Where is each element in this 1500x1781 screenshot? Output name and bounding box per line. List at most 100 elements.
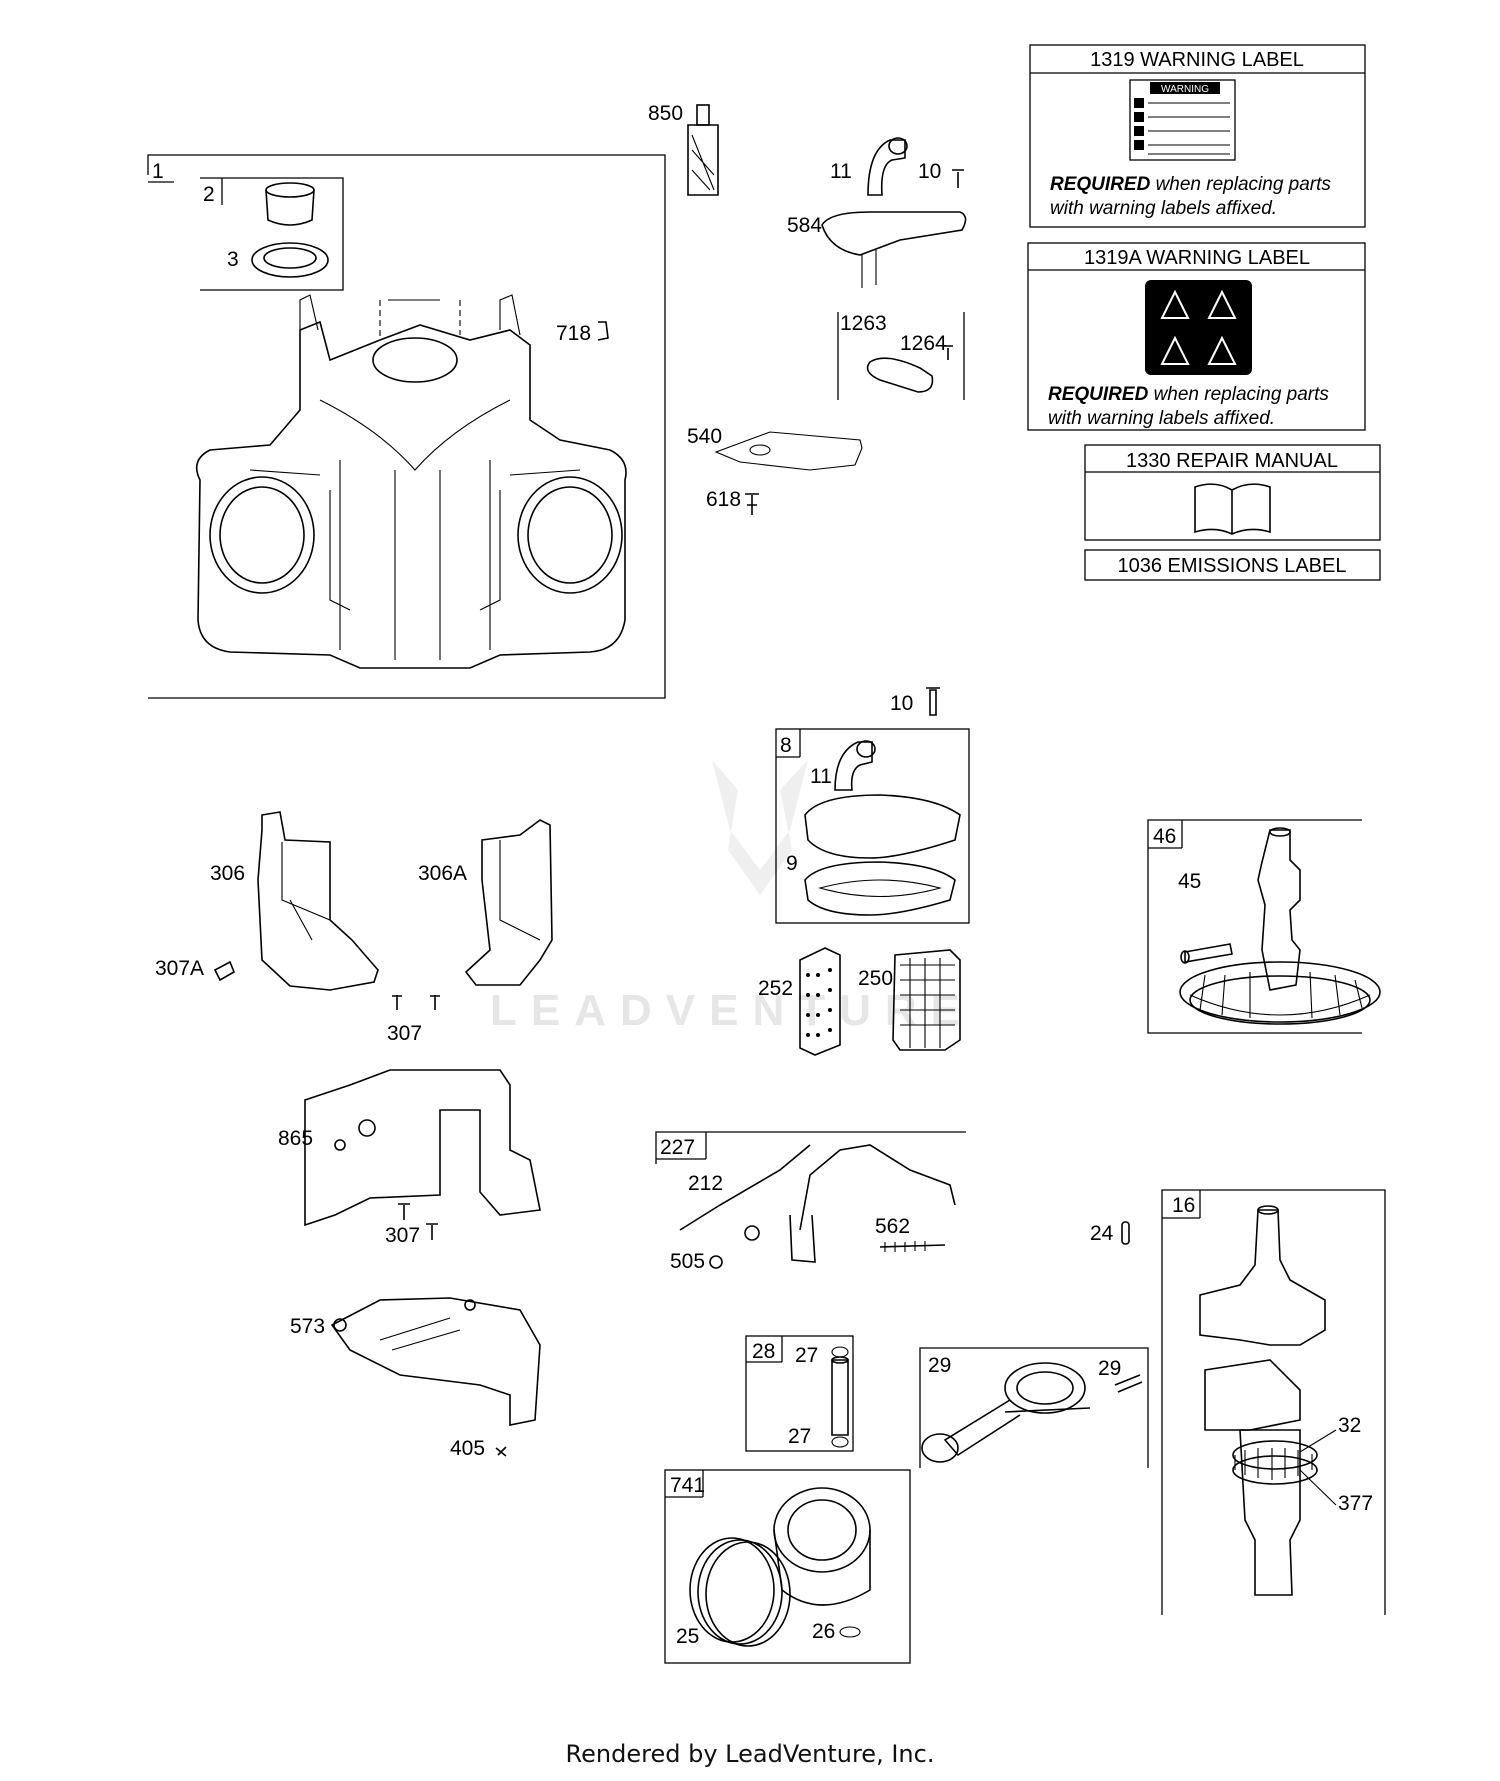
callout-377: 32 <box>1338 1414 1361 1437</box>
crankshaft-part <box>1199 1205 1337 1596</box>
link-212-part <box>679 1144 811 1231</box>
baffle-573-group: 573 405 <box>290 1297 541 1460</box>
screen-250-part <box>892 949 961 1051</box>
callout-9: 9 <box>786 852 798 875</box>
clip-27c-part <box>839 1626 861 1638</box>
governor-group: 227 212 505 562 <box>655 1131 966 1273</box>
piston-group: 741 25 26 <box>664 1469 911 1664</box>
shield-306-part <box>257 811 379 991</box>
watermark-text: LEADVENTURE <box>490 986 974 1035</box>
connecting-rod-group: 29 29 <box>919 1347 1149 1468</box>
bushing-part <box>265 182 315 226</box>
callout-540: 540 <box>687 425 722 448</box>
breather-tube-b-part <box>834 741 873 791</box>
callout-28: 28 <box>752 1340 775 1363</box>
screw-10b-part <box>926 687 940 716</box>
seal-ring-part <box>251 242 329 278</box>
callout-1263: 1263 <box>840 312 887 335</box>
mini-title: WARNING <box>1161 84 1209 95</box>
callout-8: 8 <box>780 734 792 757</box>
warning-sticker-1319-icon <box>1129 79 1236 161</box>
crankshaft-group: 16 32 377 <box>1161 1189 1386 1615</box>
bracket-1263-part <box>866 357 934 393</box>
group-25-frame <box>664 1469 911 1664</box>
breather-cover-part <box>821 211 967 256</box>
shield-306A-part <box>464 819 553 986</box>
camshaft-group: 46 45 <box>1147 819 1381 1034</box>
governor-bracket-part <box>789 1214 816 1263</box>
callout-10a: 10 <box>918 160 941 183</box>
hazard-triangles-icon <box>1160 289 1237 365</box>
breather-group: 11 10 584 <box>787 137 967 288</box>
label-1330-title: 1330 REPAIR MANUAL <box>1126 450 1338 472</box>
label-1319-required-line2: with warning labels affixed. <box>1050 198 1277 219</box>
callout-306A: 306A <box>418 862 467 885</box>
breather-tube-part <box>867 139 906 196</box>
callout-45: 45 <box>1178 870 1201 893</box>
callout-26: 25 <box>676 1625 699 1648</box>
callout-850: 850 <box>648 102 683 125</box>
label-1319-required: REQUIRED when replacing parts <box>1050 174 1331 195</box>
piston-rings-part <box>689 1537 791 1647</box>
tube-cap <box>696 104 710 126</box>
callout-618: 618 <box>706 488 741 511</box>
callout-562: 562 <box>875 1215 910 1238</box>
screws-307a-part <box>392 995 440 1010</box>
callout-1264: 1264 <box>900 332 947 355</box>
callout-505: 505 <box>670 1250 705 1273</box>
callout-32: 29 <box>1098 1357 1121 1380</box>
screen-252-holes <box>806 968 832 1037</box>
engine-block-part <box>195 294 627 669</box>
callout-405: 405 <box>450 1437 485 1460</box>
group-227-frame <box>655 1131 966 1164</box>
screws-307b-part <box>398 1203 438 1240</box>
group-2-frame <box>200 177 344 291</box>
footer-credit: Rendered by LeadVenture, Inc. <box>565 1740 935 1768</box>
callout-10b: 10 <box>890 692 913 715</box>
callout-584: 584 <box>787 214 822 237</box>
tube-body <box>687 124 719 196</box>
mini-title-bar <box>1150 82 1220 94</box>
wrist-pin-group: 28 27 27 <box>745 1335 854 1452</box>
group-1-frame <box>147 154 666 699</box>
label-1319A-title: 1319A WARNING LABEL <box>1084 247 1310 269</box>
clip-27a-part <box>831 1346 849 1358</box>
group-8-frame <box>775 728 970 924</box>
callout-573: 573 <box>290 1315 325 1338</box>
label-1036-title: 1036 EMISSIONS LABEL <box>1117 555 1346 577</box>
spring-562-part <box>879 1244 946 1248</box>
sticker-rows <box>1134 98 1230 155</box>
callout-250: 250 <box>858 967 893 990</box>
dowel-24-part <box>1121 1221 1130 1245</box>
camshaft-part <box>1179 827 1381 1025</box>
pin-718-part <box>597 321 609 341</box>
nut-505-part <box>709 1255 723 1269</box>
breather-cover-b-part <box>804 794 961 859</box>
callout-307A: 307A <box>155 957 204 980</box>
group-46-frame <box>1147 819 1362 1034</box>
group-16-frame <box>1161 1189 1386 1615</box>
callout-16: 16 <box>1172 1194 1195 1217</box>
callout-2: 2 <box>203 183 215 206</box>
breather-gasket-part <box>804 861 956 916</box>
screw-10a-part <box>952 169 964 188</box>
cylinder-block-group: 1 2 3 718 <box>147 154 666 699</box>
group-29-frame <box>919 1347 1149 1468</box>
breather-kit-group: 10 8 11 9 <box>775 687 970 924</box>
callout-46: 46 <box>1153 825 1176 848</box>
breather-stem <box>861 250 877 288</box>
callout-11b: 11 <box>810 765 832 788</box>
watermark: LEADVENTURE <box>490 760 974 1035</box>
emissions-label-1036: 1036 EMISSIONS LABEL <box>1084 549 1381 581</box>
warning-label-1319A: 1319A WARNING LABEL REQUIRED when replac… <box>1027 242 1366 431</box>
screens-group: 252 250 <box>758 947 961 1056</box>
screw-618-part <box>745 493 759 515</box>
pin-45-part <box>1184 943 1233 963</box>
callout-27b: 27 <box>788 1425 811 1448</box>
callout-29: 29 <box>928 1354 951 1377</box>
piston-part <box>773 1487 871 1606</box>
watermark-flame-icon <box>712 760 808 895</box>
plate-865-group: 865 307 <box>278 1069 541 1247</box>
tube-texture <box>691 134 715 191</box>
screen-252-part <box>799 947 841 1056</box>
